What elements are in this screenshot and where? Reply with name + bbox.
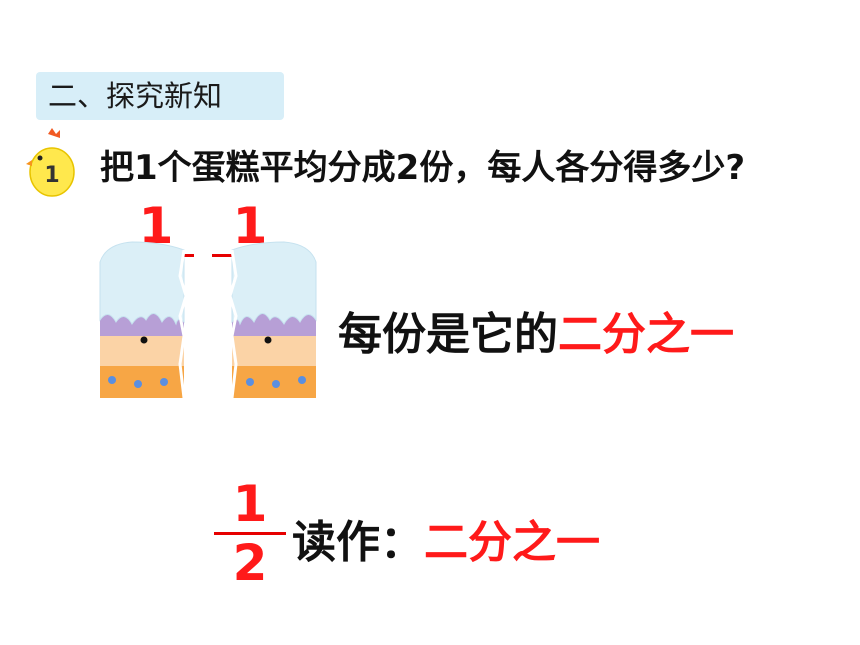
fraction-bar <box>214 532 286 535</box>
fraction-denominator: 2 <box>232 534 268 592</box>
statement-highlight: 二分之一 <box>558 309 734 360</box>
chick-icon: 1 <box>26 128 75 197</box>
fraction-numerator: 1 <box>232 475 268 533</box>
statement-prefix: 每份是它的 <box>338 309 558 360</box>
cake-half-right <box>228 241 317 399</box>
reading-prefix: 读作： <box>292 517 424 568</box>
problem-number: 1 <box>44 163 59 188</box>
statement-line: 每份是它的二分之一 <box>338 298 734 362</box>
cake-half-left <box>99 241 188 399</box>
problem-text: 把1个蛋糕平均分成2份，每人各分得多少? <box>100 148 746 188</box>
reading-line: 读作：二分之一 <box>292 506 600 570</box>
fraction-reading: 1 2 <box>214 478 286 589</box>
reading-highlight: 二分之一 <box>424 517 600 568</box>
section-tag: 二、探究新知 <box>36 72 284 120</box>
